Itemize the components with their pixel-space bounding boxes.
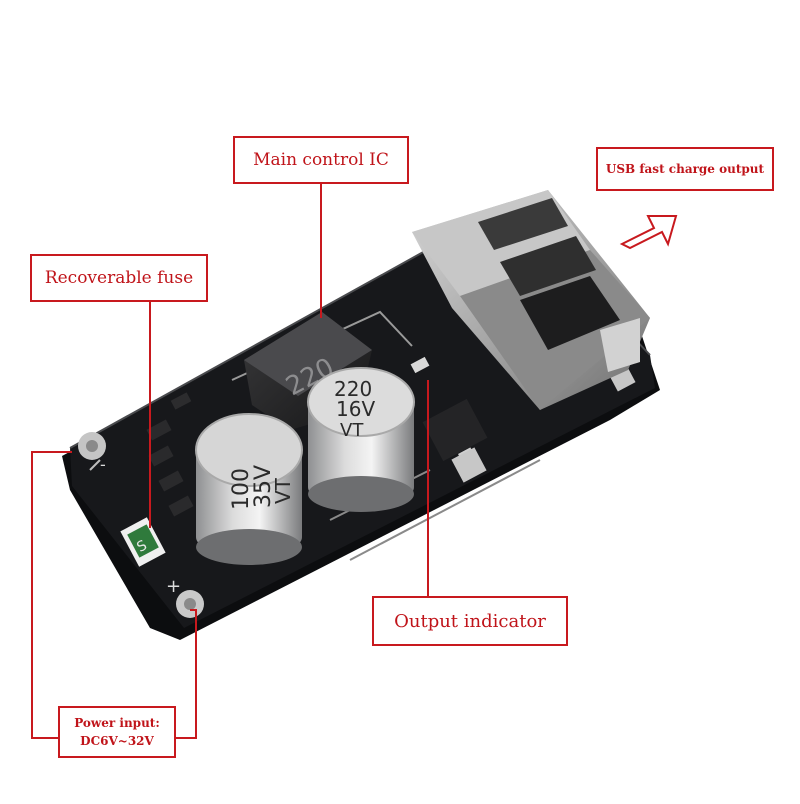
cap-right-line2: 16V bbox=[336, 397, 375, 421]
plus-marking: + bbox=[166, 576, 181, 597]
cap-left-line1: 100 bbox=[229, 468, 254, 510]
label-recoverable-fuse: Recoverable fuse bbox=[30, 254, 208, 302]
arrow-icon bbox=[619, 215, 678, 250]
pointer-lines bbox=[31, 184, 429, 739]
label-main-control-ic-text: Main control IC bbox=[253, 150, 389, 170]
label-recoverable-fuse-text: Recoverable fuse bbox=[44, 268, 194, 288]
label-power-input-line1: Power input: bbox=[74, 716, 160, 730]
capacitor-left: 100 35V VT bbox=[195, 413, 303, 565]
label-usb-output-text: USB fast charge output bbox=[605, 162, 765, 176]
cap-left-line2: 35V bbox=[251, 465, 276, 508]
label-main-control-ic: Main control IC bbox=[233, 136, 409, 184]
label-power-input-line2: DC6V~32V bbox=[80, 734, 154, 748]
capacitor-right: 220 16V VT bbox=[307, 367, 415, 512]
label-output-indicator: Output indicator bbox=[372, 596, 568, 646]
minus-marking: - bbox=[100, 455, 106, 474]
usb-connector bbox=[412, 190, 650, 410]
label-power-input: Power input: DC6V~32V bbox=[58, 706, 176, 758]
label-usb-output: USB fast charge output bbox=[596, 147, 774, 191]
label-output-indicator-text: Output indicator bbox=[394, 610, 546, 632]
cap-left-line3: VT bbox=[271, 477, 295, 504]
cap-right-line3: VT bbox=[340, 420, 364, 441]
cap-right-line1: 220 bbox=[334, 377, 372, 401]
